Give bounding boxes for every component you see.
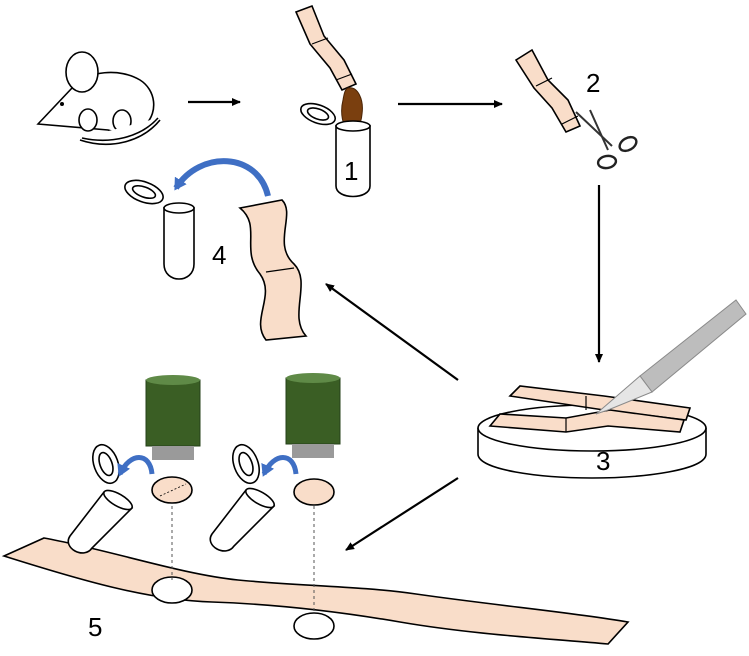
colon-segment-icon — [294, 4, 358, 92]
scalpel-icon — [595, 299, 747, 415]
colon-segment-icon — [514, 48, 582, 134]
curved-arrow-icon — [261, 455, 299, 477]
mouse-icon — [36, 51, 161, 146]
curved-arrow-icon — [173, 158, 271, 197]
microcentrifuge-tube-icon — [300, 102, 371, 198]
microcentrifuge-tube-icon — [67, 443, 134, 554]
microscope-objective-icon — [285, 373, 341, 458]
step-4-label: 4 — [212, 240, 226, 270]
scissors-icon — [575, 109, 638, 170]
tissue-strips — [488, 385, 692, 433]
step-5-label: 5 — [88, 612, 102, 642]
tissue-disc — [151, 476, 193, 504]
microcentrifuge-tube-icon — [209, 443, 276, 552]
curved-arrow-icon — [117, 455, 155, 477]
tissue-strip-long — [1, 537, 630, 645]
tissue-disc — [293, 478, 335, 506]
arrow-dish-to-step4 — [325, 283, 459, 381]
step-3-label: 3 — [596, 446, 610, 476]
tissue-strip — [238, 199, 308, 341]
step-1-label: 1 — [344, 156, 358, 186]
punch-hole — [151, 576, 193, 604]
microcentrifuge-tube-icon — [124, 179, 195, 280]
step-2-label: 2 — [586, 68, 600, 98]
arrow-dish-to-step5 — [345, 477, 459, 551]
microscope-objective-icon — [145, 375, 201, 460]
punch-hole — [293, 612, 335, 640]
